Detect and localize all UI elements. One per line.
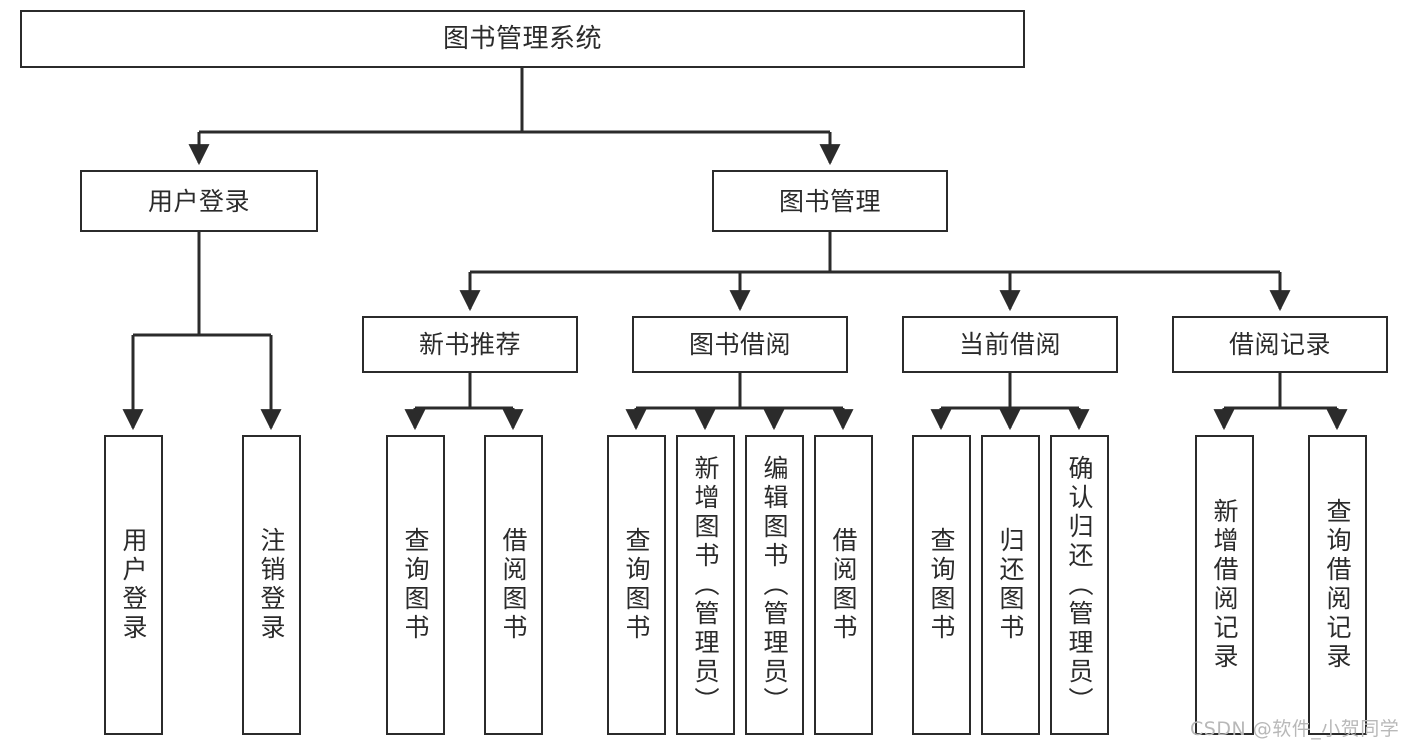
node-label: 编辑图书（管理员） <box>760 454 789 716</box>
node-root-library-management-system[interactable]: 图书管理系统 <box>20 10 1025 68</box>
node-current-borrowing[interactable]: 当前借阅 <box>902 316 1118 373</box>
leaf-book-borrow-add-book-admin[interactable]: 新增图书（管理员） <box>676 435 735 735</box>
node-new-book-recommendation[interactable]: 新书推荐 <box>362 316 578 373</box>
node-label: 借阅图书 <box>829 527 858 643</box>
leaf-book-borrow-query-books[interactable]: 查询图书 <box>607 435 666 735</box>
leaf-borrow-record-add-record[interactable]: 新增借阅记录 <box>1195 435 1254 735</box>
node-label: 用户登录 <box>147 186 250 216</box>
node-book-management[interactable]: 图书管理 <box>712 170 948 232</box>
leaf-book-borrow-borrow-books[interactable]: 借阅图书 <box>814 435 873 735</box>
node-label: 借阅记录 <box>1228 330 1331 359</box>
node-label: 新书推荐 <box>418 330 521 359</box>
node-label: 新增借阅记录 <box>1210 498 1239 672</box>
node-label: 查询图书 <box>927 527 956 643</box>
leaf-user-login-logout[interactable]: 注销登录 <box>242 435 301 735</box>
node-label: 图书管理 <box>778 186 881 216</box>
node-label: 用户登录 <box>119 527 148 643</box>
leaf-user-login-login[interactable]: 用户登录 <box>104 435 163 735</box>
node-label: 图书管理系统 <box>442 23 602 54</box>
node-label: 借阅图书 <box>499 527 528 643</box>
node-borrowing-record[interactable]: 借阅记录 <box>1172 316 1388 373</box>
leaf-new-book-borrow-books[interactable]: 借阅图书 <box>484 435 543 735</box>
leaf-new-book-query-books[interactable]: 查询图书 <box>386 435 445 735</box>
node-book-borrowing[interactable]: 图书借阅 <box>632 316 848 373</box>
node-label: 当前借阅 <box>958 330 1061 359</box>
leaf-book-borrow-edit-book-admin[interactable]: 编辑图书（管理员） <box>745 435 804 735</box>
leaf-current-borrow-return-books[interactable]: 归还图书 <box>981 435 1040 735</box>
leaf-borrow-record-query-record[interactable]: 查询借阅记录 <box>1308 435 1367 735</box>
node-label: 注销登录 <box>257 527 286 643</box>
node-label: 查询图书 <box>622 527 651 643</box>
node-label: 查询借阅记录 <box>1323 498 1352 672</box>
node-label: 确认归还（管理员） <box>1065 454 1094 716</box>
watermark-text: CSDN @软件_小贺同学 <box>1190 718 1400 740</box>
node-label: 图书借阅 <box>688 330 791 359</box>
node-label: 归还图书 <box>996 527 1025 643</box>
node-user-login[interactable]: 用户登录 <box>80 170 318 232</box>
leaf-current-borrow-query-books[interactable]: 查询图书 <box>912 435 971 735</box>
node-label: 新增图书（管理员） <box>691 454 720 716</box>
leaf-current-borrow-confirm-return-admin[interactable]: 确认归还（管理员） <box>1050 435 1109 735</box>
node-label: 查询图书 <box>401 527 430 643</box>
